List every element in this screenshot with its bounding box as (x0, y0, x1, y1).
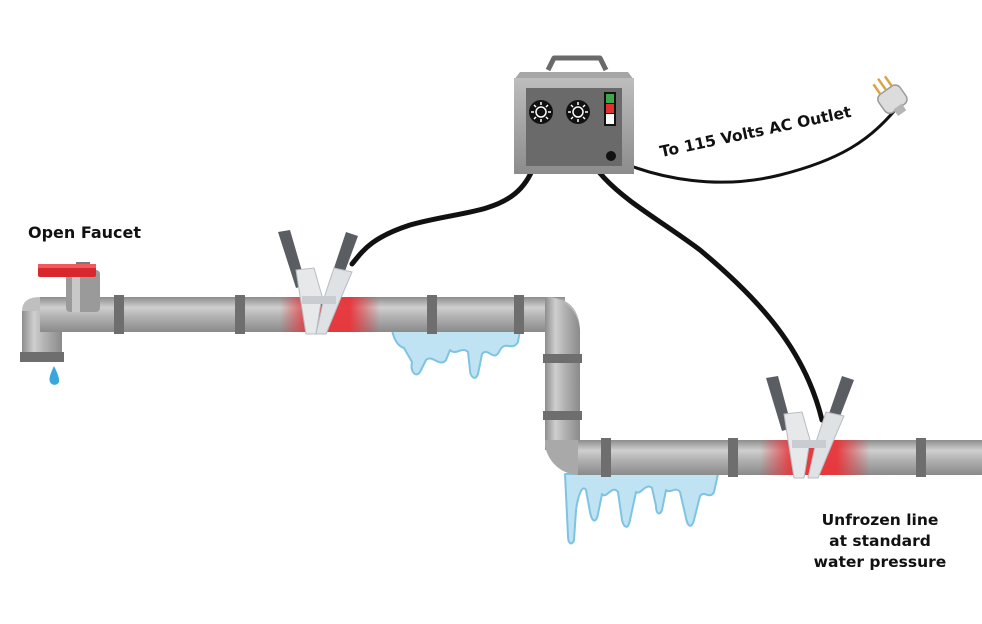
power-socket (606, 151, 616, 161)
pipe-vertical (545, 330, 580, 450)
clamp-icon (278, 230, 358, 335)
pipe-joint (601, 438, 611, 477)
pipe-joint (235, 295, 245, 334)
terminal-right-icon (566, 100, 590, 124)
pipe-joint (543, 354, 582, 363)
unfrozen-line-label: Unfrozen line at standard water pressure (800, 510, 960, 573)
ice-upper-icon (391, 329, 521, 379)
clamp-icon (766, 376, 854, 479)
icicle-icon (564, 473, 719, 545)
thawing-machine-icon (514, 55, 634, 174)
terminal-left-icon (529, 100, 553, 124)
pipe-joint (916, 438, 926, 477)
pipe-system (20, 295, 982, 477)
indicator-switch (604, 92, 616, 126)
faucet-nozzle (20, 352, 64, 362)
faucet-icon (38, 262, 100, 312)
unfrozen-line-text-3: water pressure (813, 553, 947, 571)
unfrozen-line-text-1: Unfrozen line (821, 511, 939, 529)
machine-handle (545, 55, 609, 72)
unfrozen-line-text-2: at standard (829, 532, 931, 550)
plug-icon (872, 75, 908, 116)
water-drop-icon (49, 366, 60, 385)
pipe-joint (543, 411, 582, 420)
pipe-joint (514, 295, 524, 334)
pipe-joint (427, 295, 437, 334)
pipe-joint (114, 295, 124, 334)
open-faucet-label: Open Faucet (28, 223, 142, 242)
pipe-joint (728, 438, 738, 477)
